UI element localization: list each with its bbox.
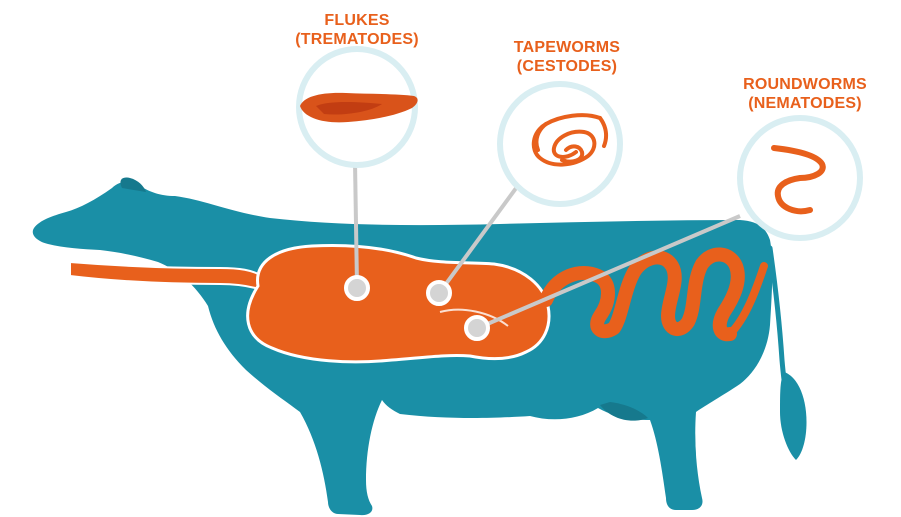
tapeworms-label: TAPEWORMS (CESTODES): [482, 38, 652, 76]
flukes-label: FLUKES (TREMATODES): [272, 11, 442, 49]
flukes-group: (TREMATODES): [272, 30, 442, 49]
tapeworms-group: (CESTODES): [482, 57, 652, 76]
roundworms-label: ROUNDWORMS (NEMATODES): [720, 75, 890, 113]
flukes-callout: [299, 49, 418, 165]
roundworms-callout: [740, 118, 860, 238]
roundworms-location-dot: [466, 317, 488, 339]
cow-tail-tuft: [780, 372, 807, 460]
flukes-callout-line: [355, 162, 357, 286]
flukes-location-dot: [346, 277, 368, 299]
roundworms-group: (NEMATODES): [720, 94, 890, 113]
flukes-name: FLUKES: [272, 11, 442, 30]
cow-tail: [770, 248, 785, 388]
tapeworms-callout: [500, 84, 620, 204]
tapeworms-name: TAPEWORMS: [482, 38, 652, 57]
roundworms-name: ROUNDWORMS: [720, 75, 890, 94]
tapeworms-callout-circle: [500, 84, 620, 204]
tapeworms-location-dot: [428, 282, 450, 304]
